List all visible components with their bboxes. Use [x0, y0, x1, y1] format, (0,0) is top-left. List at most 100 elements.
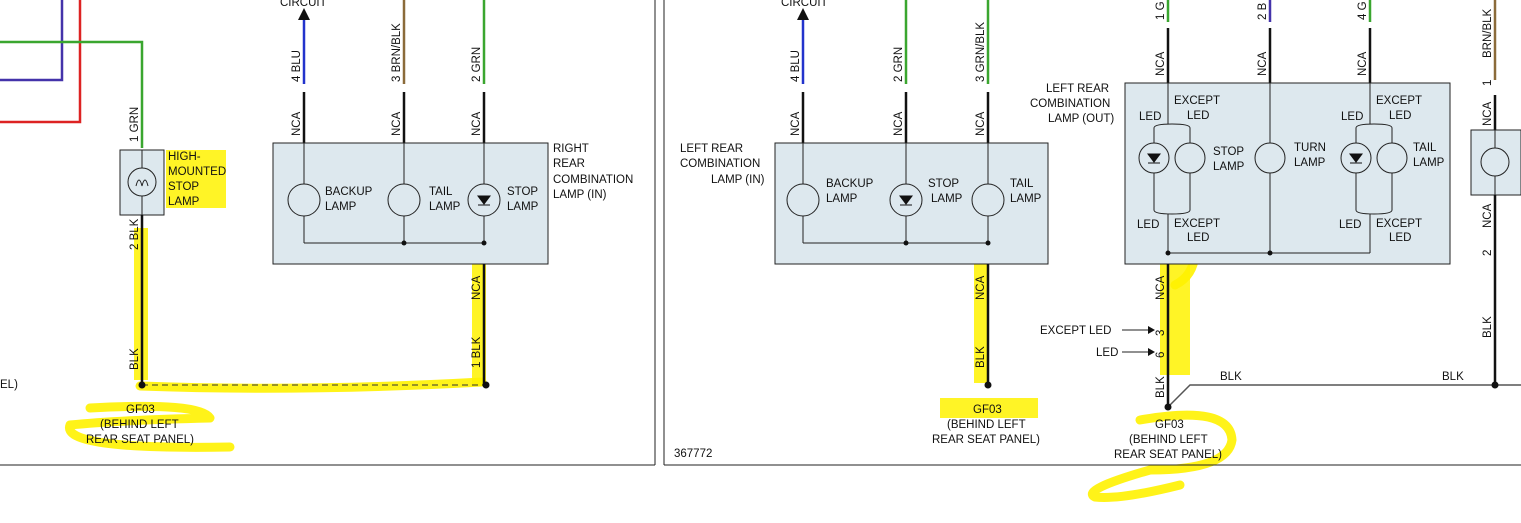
nca-label: NCA: [1257, 51, 1269, 76]
bulb-icon: [1254, 142, 1286, 174]
wire-label-brnblk: BRN/BLK: [1482, 8, 1494, 58]
panel-frames: [0, 0, 1521, 466]
gf03-desc-1: (BEHIND LEFT: [947, 419, 1026, 431]
nca-label: NCA: [1482, 203, 1494, 228]
nca-label: NCA: [1482, 101, 1494, 126]
highlighter-marks: [65, 150, 1237, 502]
circuit-label: CIRCUIT: [781, 0, 828, 9]
lamp-label: BACKUP: [826, 178, 874, 190]
lamp-label: STOP: [928, 178, 959, 190]
lamp-label: TURN: [1294, 142, 1326, 154]
lamp-label: TAIL: [1010, 178, 1034, 190]
purple-wire: [0, 0, 64, 82]
wire-label-blk: BLK: [1155, 376, 1167, 398]
gf03-label: GF03: [126, 404, 155, 416]
nca-label: NCA: [291, 111, 303, 136]
lamp-label: LAMP: [1213, 161, 1245, 173]
panel-right-fragment: BRN/BLK 1 NCA NCA 2 BLK: [1470, 0, 1521, 385]
arrow-up-icon: [797, 8, 809, 20]
except-led-label: EXCEPT: [1174, 218, 1220, 230]
wire-label-blk: BLK: [1482, 316, 1494, 338]
arrow-right-icon: [1148, 348, 1155, 356]
led-label: LED: [1341, 111, 1363, 123]
lamp-label: LAMP: [429, 201, 461, 213]
lamp-label: LAMP: [1010, 193, 1042, 205]
except-led-arrow-label: EXCEPT LED: [1040, 325, 1111, 337]
nca-label: NCA: [790, 111, 802, 136]
bulb-icon: [1174, 142, 1206, 174]
nca-label: NCA: [893, 111, 905, 136]
bulb-icon: [1376, 142, 1408, 174]
bulb-icon: [387, 183, 421, 217]
except-led-label: LED: [1187, 110, 1209, 122]
led-label: LED: [1137, 219, 1159, 231]
wire-label-blk-low: BLK: [129, 348, 141, 370]
gf03-desc-1: (BEHIND LEFT: [100, 419, 179, 431]
wire-label-blu: 4 BLU: [291, 50, 303, 82]
ground-node: [1164, 403, 1172, 411]
bulb-icon: [786, 183, 820, 217]
lr-combo-in-label: LAMP (IN): [711, 174, 765, 186]
gf03-label: GF03: [973, 404, 1002, 416]
wire-label-grnblk: 3 GRN/BLK: [975, 22, 987, 82]
pin-label: 3: [1155, 330, 1167, 336]
except-led-label: EXCEPT: [1174, 95, 1220, 107]
led-label: LED: [1339, 219, 1361, 231]
el-fragment: EL): [0, 379, 18, 391]
wire-label-top: 2 B: [1257, 2, 1269, 20]
wire-label-hm-bottom: 2 BLK: [129, 218, 141, 250]
pin-label: 6: [1155, 352, 1167, 358]
lamp-label: LAMP: [507, 201, 539, 213]
wire-label-blk: BLK: [975, 346, 987, 368]
gf03-desc-2: REAR SEAT PANEL): [1114, 449, 1222, 461]
lamp-label: LAMP: [325, 201, 357, 213]
ground-node: [138, 381, 146, 389]
rr-combo-label: RIGHT: [553, 143, 589, 155]
rr-combo-label: COMBINATION: [553, 174, 633, 186]
nca-label: NCA: [391, 111, 403, 136]
nca-label: NCA: [975, 275, 987, 300]
lamp-label: LAMP: [1413, 157, 1445, 169]
bulb-icon: [1480, 147, 1510, 177]
except-led-label: EXCEPT: [1376, 95, 1422, 107]
hm-label-1: HIGH-: [168, 151, 201, 163]
except-led-label: LED: [1187, 232, 1209, 244]
ground-node: [984, 381, 992, 389]
arrow-up-icon: [298, 8, 310, 20]
figure-id: 367772: [674, 448, 712, 460]
wire-label-blu: 4 BLU: [790, 50, 802, 82]
arrow-right-icon: [1148, 326, 1155, 334]
bulb-icon: [287, 183, 321, 217]
wire-label-top: 4 G: [1357, 1, 1369, 20]
lr-combo-out-label: LEFT REAR: [1046, 83, 1109, 95]
lamp-label: STOP: [507, 186, 538, 198]
nca-label: NCA: [1155, 51, 1167, 76]
lamp-label: LAMP: [1294, 157, 1326, 169]
gf03-label: GF03: [1155, 419, 1184, 431]
wire-label-blk: BLK: [1442, 371, 1464, 383]
nca-label: NCA: [975, 111, 987, 136]
wire-label-blk: BLK: [1220, 371, 1242, 383]
wire-label-brnblk: 3 BRN/BLK: [391, 23, 403, 82]
lr-combo-out-label: LAMP (OUT): [1048, 113, 1114, 125]
lamp-label: TAIL: [429, 186, 453, 198]
pin-label: 1: [1482, 80, 1494, 86]
left-rear-combo-lamp-out-box: [1124, 82, 1451, 265]
circuit-label: CIRCUIT: [280, 0, 327, 9]
wire-label-grn: 2 GRN: [471, 47, 483, 82]
lr-combo-out-label: COMBINATION: [1030, 98, 1110, 110]
pin-label: 2: [1482, 250, 1494, 256]
wire-label-grn: 2 GRN: [893, 47, 905, 82]
nca-label: NCA: [471, 111, 483, 136]
rr-combo-label: REAR: [553, 158, 585, 170]
green-wire-hm: [0, 40, 144, 148]
nca-label: NCA: [1155, 275, 1167, 300]
except-led-label: LED: [1389, 110, 1411, 122]
led-arrow-label: LED: [1096, 347, 1118, 359]
lamp-label: LAMP: [931, 193, 963, 205]
lamp-label: LAMP: [826, 193, 858, 205]
hm-label-3: STOP: [168, 181, 199, 193]
led-label: LED: [1139, 111, 1161, 123]
red-wire: [0, 0, 82, 124]
